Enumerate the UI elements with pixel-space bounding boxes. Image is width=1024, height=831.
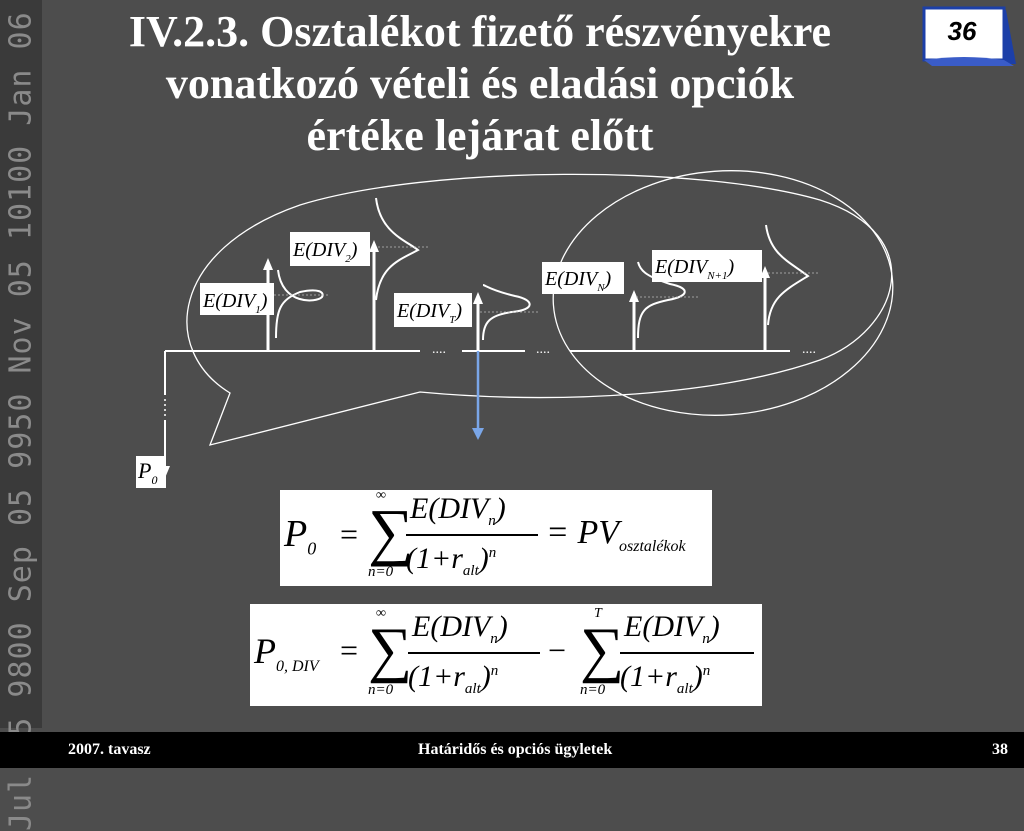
label-p0: P0 <box>137 458 157 487</box>
f1-lhs-sub: 0 <box>307 538 317 559</box>
large-ellipse-callout <box>186 173 893 446</box>
label-divN1: E(DIVN+1) <box>654 256 734 282</box>
dots-3: .... <box>802 342 816 357</box>
divN-arrowhead <box>629 290 639 302</box>
footer-bar: 2007. tavasz Határidős és opciós ügylete… <box>0 732 1024 768</box>
divN1-arrowhead <box>760 266 770 278</box>
label-div2: E(DIV2) <box>292 239 358 265</box>
f2-fraction-bar-2 <box>620 652 754 654</box>
f2-numerator-1: E(DIVn) <box>412 610 508 647</box>
f1-numerator: E(DIVn) <box>410 492 506 529</box>
f1-sum-bottom: n=0 <box>368 564 394 580</box>
divT-arrowhead <box>473 292 483 304</box>
divT-distribution <box>482 284 531 341</box>
formula-2: P0, DIV = ∞ ∑ n=0 E(DIVn) (1+ralt)n − T … <box>250 604 762 706</box>
f1-rhs: = PVosztalékok <box>546 514 686 555</box>
title-line-1: IV.2.3. Osztalékot fizető részvényekre <box>128 7 832 56</box>
div1-distribution <box>275 269 324 339</box>
label-divN: E(DIVN) <box>544 268 612 294</box>
axis-dots <box>164 399 166 416</box>
f2-sum1-top: ∞ <box>376 606 386 621</box>
title-line-3: értéke lejárat előtt <box>306 111 654 160</box>
f1-eq: = <box>340 516 359 552</box>
footer-course-title: Határidős és opciós ügyletek <box>418 741 613 758</box>
f2-denominator-2: (1+ralt)n <box>620 660 711 697</box>
f2-sigma-2: ∑ <box>580 616 625 684</box>
formula-1: P0 = ∞ ∑ n=0 E(DIVn) (1+ralt)n = PVoszta… <box>280 488 712 586</box>
f2-fraction-bar-1 <box>408 652 540 654</box>
f2-sum2-top: T <box>594 606 602 621</box>
f1-sum-top: ∞ <box>376 488 386 503</box>
f2-denominator-1: (1+ralt)n <box>408 660 499 697</box>
f2-minus: − <box>548 632 567 668</box>
f2-eq: = <box>340 632 359 668</box>
footer-page-number: 38 <box>992 741 1008 758</box>
dots-2: .... <box>536 342 550 357</box>
footer-date: 2007. tavasz <box>68 741 151 758</box>
f1-lhs: P <box>284 513 308 555</box>
side-strip: Jul 05 9800 Sep 05 9950 Nov 05 10100 Jan… <box>0 0 42 831</box>
f1-sigma: ∑ <box>368 496 414 567</box>
dividend-diagram: E(DIV1) E(DIV2) E(DIVT) E(DIVN) E(DIVN+1… <box>136 170 894 488</box>
book-icon <box>922 6 1016 66</box>
f2-numerator-2: E(DIVn) <box>624 610 720 647</box>
f2-sum2-bottom: n=0 <box>580 682 606 698</box>
slide-title: IV.2.3. Osztalékot fizető részvényekre v… <box>50 6 910 162</box>
div2-distribution <box>375 197 420 301</box>
div2-arrowhead <box>369 240 379 252</box>
divN1-distribution <box>765 224 810 326</box>
title-line-2: vonatkozó vételi és eladási opciók <box>165 59 795 108</box>
f2-sum1-bottom: n=0 <box>368 682 394 698</box>
blue-arrowhead <box>472 428 484 440</box>
dots-1: .... <box>432 342 446 357</box>
label-div1: E(DIV1) <box>202 290 268 316</box>
f2-sigma-1: ∑ <box>368 616 413 684</box>
f2-lhs: P <box>254 631 276 671</box>
f1-denominator: (1+ralt)n <box>406 542 497 579</box>
f2-lhs-sub: 0, DIV <box>276 658 319 676</box>
label-divT: E(DIVT) <box>396 300 462 326</box>
time-axis <box>164 350 790 468</box>
div1-arrowhead <box>263 258 273 270</box>
divN-distribution <box>637 261 686 339</box>
badge-number: 36 <box>947 16 977 46</box>
f1-fraction-bar <box>406 534 538 536</box>
small-ellipse <box>552 170 894 416</box>
book-badge: 36 <box>920 4 1018 70</box>
